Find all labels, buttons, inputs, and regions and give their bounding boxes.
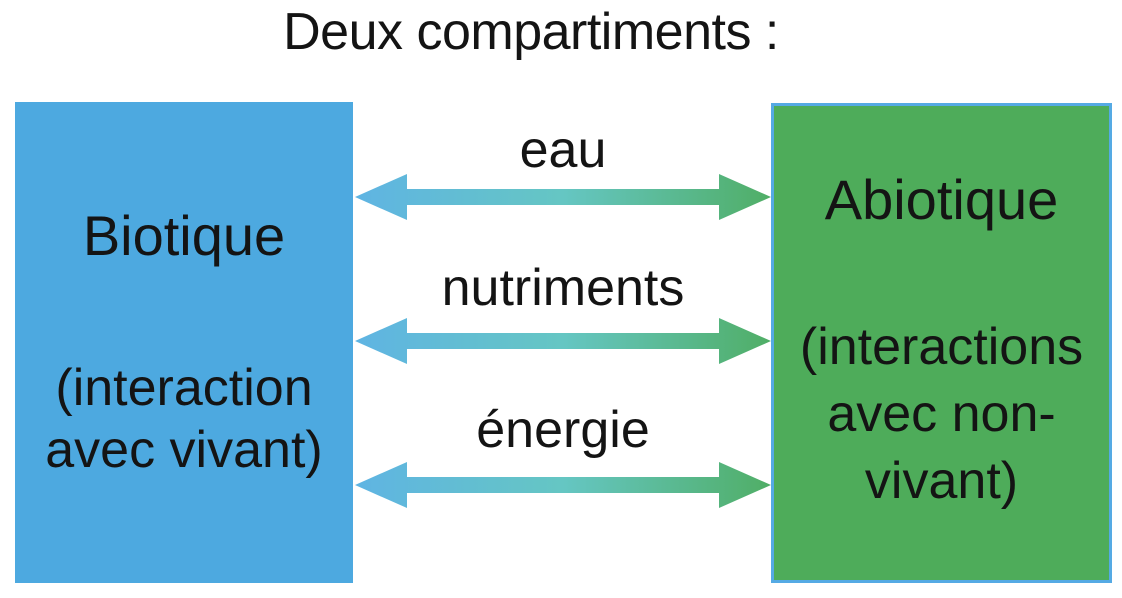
abiotic-subtitle-line-3: vivant) (864, 452, 1019, 510)
biotic-box: Biotique (interaction avec vivant) (15, 102, 353, 583)
double-arrow-nutriments-icon (355, 317, 771, 365)
biotic-box-heading: Biotique (82, 204, 286, 267)
double-arrow-energie-icon (355, 461, 771, 509)
abiotic-subtitle-line-2: avec non- (827, 385, 1056, 443)
double-arrow-eau-icon (355, 173, 771, 221)
abiotic-box-subtitle: (interactions avec non- vivant) (774, 314, 1109, 515)
flow-label-energie: énergie (476, 401, 650, 459)
abiotic-box: Abiotique (interactions avec non- vivant… (771, 103, 1112, 583)
abiotic-subtitle-line-1: (interactions (799, 318, 1084, 376)
abiotic-box-heading: Abiotique (824, 168, 1059, 231)
flow-label-eau: eau (519, 121, 607, 179)
biotic-subtitle-line-1: (interaction (55, 359, 313, 417)
slide-title: Deux compartiments : (283, 3, 779, 61)
biotic-subtitle-line-2: avec vivant) (45, 421, 323, 479)
flow-label-nutriments: nutriments (441, 259, 685, 317)
biotic-box-subtitle: (interaction avec vivant) (15, 357, 353, 481)
